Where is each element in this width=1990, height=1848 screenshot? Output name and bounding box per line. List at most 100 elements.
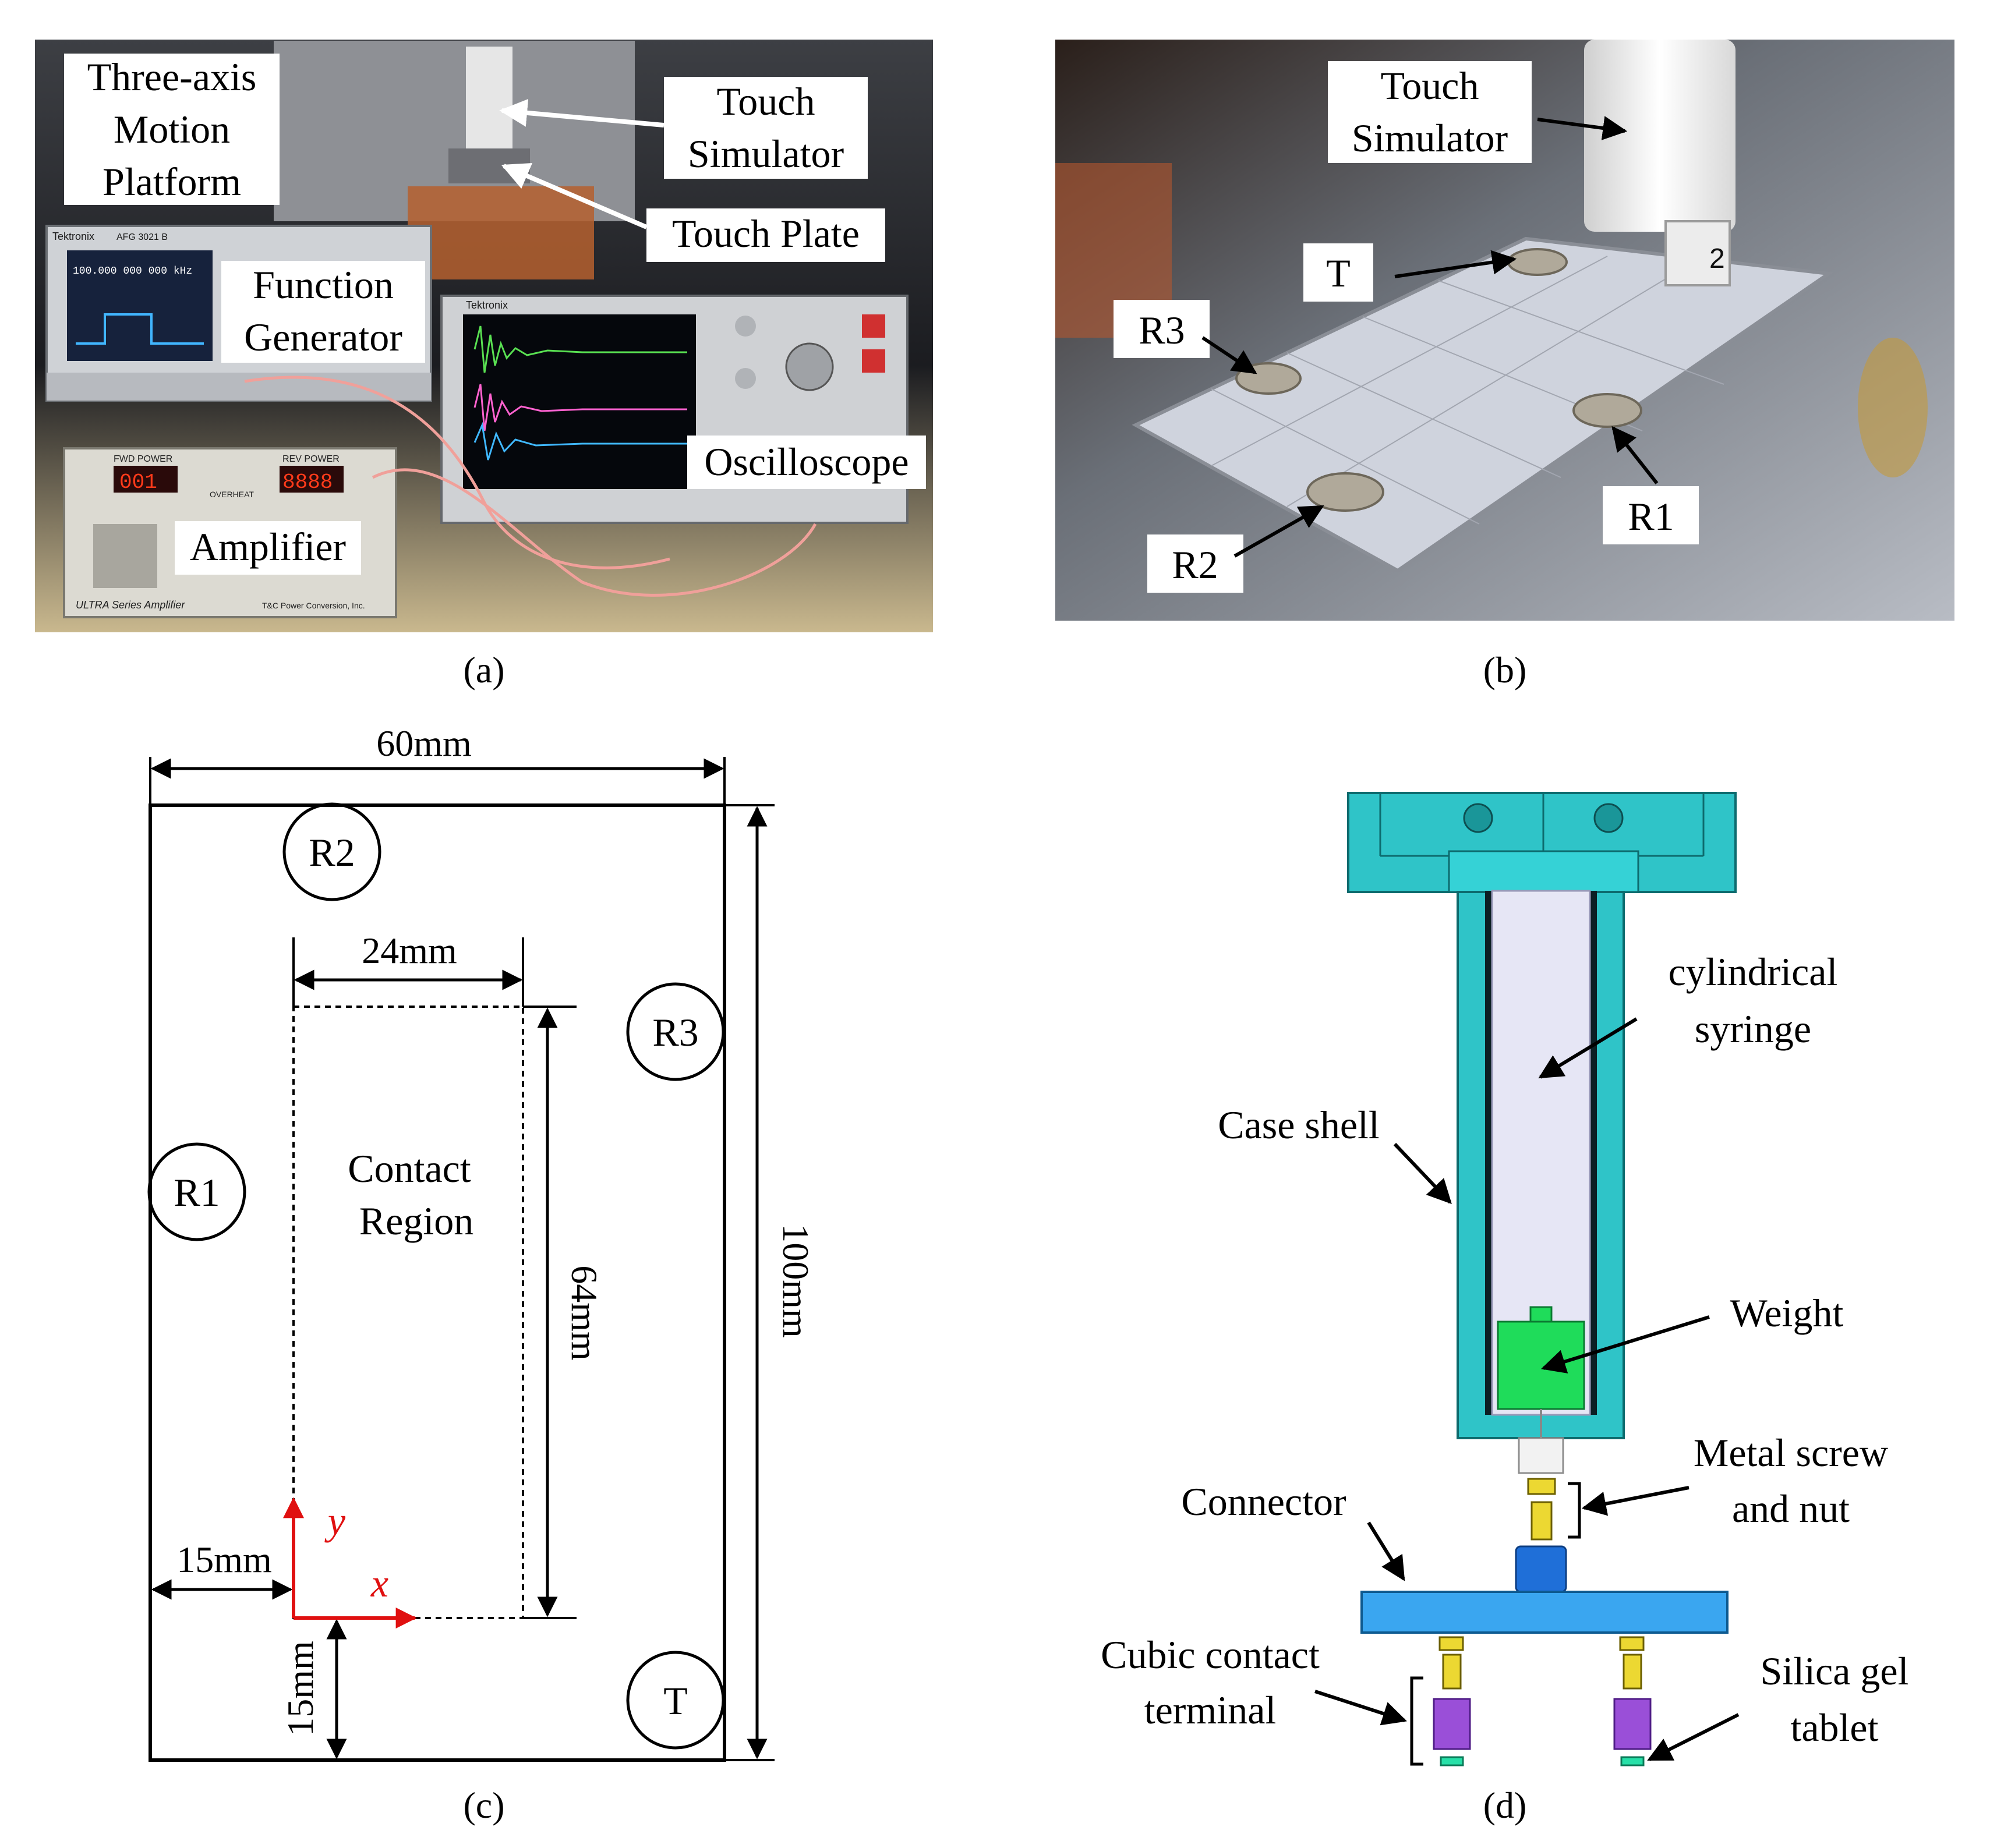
arrow-connector	[1367, 1521, 1405, 1581]
scope-brand: Tektronix	[466, 299, 508, 311]
label-box-r2-b	[1147, 534, 1243, 593]
connector-blur	[1858, 338, 1928, 477]
platform-carriage	[448, 148, 530, 183]
label-silica-2: tablet	[1790, 1705, 1878, 1750]
dim-width-label: 60mm	[376, 723, 472, 764]
label-r1-c: R1	[174, 1170, 220, 1215]
sensor-r2-c	[282, 802, 381, 901]
label-r2-c: R2	[309, 830, 355, 875]
screw-right	[1623, 1654, 1642, 1690]
sensor-t-c	[626, 1651, 725, 1750]
label-r3-b: R3	[1139, 308, 1185, 352]
label-motion-platform-2: Motion	[114, 107, 230, 151]
amp-vent	[93, 524, 157, 588]
label-touch-plate: Touch Plate	[672, 211, 860, 256]
label-cubic-2: terminal	[1144, 1688, 1277, 1732]
label-r2-b: R2	[1172, 543, 1218, 587]
label-case-shell: Case shell	[1218, 1103, 1380, 1147]
arrow-cubic	[1314, 1690, 1407, 1726]
arrow-r3-b	[1201, 336, 1257, 374]
label-box-oscilloscope	[687, 436, 926, 489]
amp-series: ULTRA Series Amplifier	[76, 599, 185, 611]
nut-right	[1619, 1636, 1645, 1651]
dim-offset-y-label: 15mm	[280, 1641, 321, 1736]
bracket-screw	[1568, 1482, 1581, 1539]
caption-b: (b)	[1483, 649, 1527, 691]
amp-fwd-value: 001	[119, 470, 157, 494]
dim-offset-x-label: 15mm	[176, 1539, 272, 1580]
axis-x-label: x	[370, 1561, 388, 1605]
label-syringe-1: cylindrical	[1669, 950, 1838, 994]
axis-y-label: y	[324, 1499, 346, 1543]
label-weight: Weight	[1730, 1291, 1844, 1335]
label-contact-region-2: Region	[359, 1199, 473, 1243]
label-connector: Connector	[1181, 1479, 1346, 1524]
sensor-t-b	[1507, 248, 1568, 276]
label-box-touch-simulator-b	[1328, 61, 1532, 163]
gel-left	[1440, 1756, 1464, 1766]
label-box-r1-b	[1603, 486, 1699, 544]
caption-a: (a)	[463, 649, 504, 691]
touch-simulator-rod	[466, 47, 512, 163]
nut-left	[1438, 1636, 1464, 1651]
amp-rev-value: 8888	[282, 470, 333, 494]
dim-region-height-label: 64mm	[564, 1265, 605, 1361]
label-box-function-generator	[221, 261, 425, 363]
label-syringe-2: syringe	[1695, 1007, 1811, 1051]
label-touch-simulator-a-2: Simulator	[688, 132, 844, 176]
amp-fwd-label: FWD POWER	[114, 454, 172, 464]
panel-b: 2 Touch Simulator T R3 R1 R2 (b)	[1055, 40, 1954, 691]
connector-shaft	[1515, 1545, 1567, 1593]
scope-screen	[463, 314, 696, 489]
generator-model: AFG 3021 B	[116, 232, 168, 242]
generator-frequency: 100.000 000 000 kHz	[73, 265, 192, 277]
label-screw-2: and nut	[1732, 1486, 1850, 1531]
dim-region-width-label: 24mm	[362, 930, 457, 971]
label-cubic-1: Cubic contact	[1101, 1633, 1320, 1677]
label-screw-1: Metal screw	[1694, 1431, 1888, 1475]
sensor-r3-c	[626, 982, 725, 1081]
amp-rev-display	[280, 466, 344, 493]
oscilloscope-device: Tektronix	[440, 295, 909, 524]
label-function-generator-2: Generator	[244, 315, 402, 359]
screw-top	[1531, 1501, 1553, 1541]
label-box-amplifier	[175, 521, 361, 575]
touch-simulator-cylinder-b	[1584, 40, 1735, 232]
panel-c: 60mm 100mm Contact Region 24mm 64mm 15mm…	[147, 723, 816, 1826]
caption-c: (c)	[463, 1785, 504, 1826]
arrow-screw	[1581, 1486, 1689, 1516]
label-motion-platform-3: Platform	[102, 160, 241, 204]
arrow-silica	[1647, 1713, 1740, 1761]
label-touch-simulator-b-1: Touch	[1381, 63, 1479, 108]
copper-shield	[408, 186, 594, 279]
label-contact-region-1: Contact	[348, 1146, 471, 1191]
label-motion-platform-1: Three-axis	[87, 55, 257, 99]
sensor-r2-b	[1306, 472, 1384, 512]
nut-top	[1527, 1478, 1556, 1495]
cable-2	[372, 468, 817, 597]
arrow-weight	[1540, 1315, 1710, 1373]
generator-brand: Tektronix	[52, 231, 94, 242]
label-amplifier: Amplifier	[190, 525, 347, 569]
arrow-r2-b	[1233, 505, 1324, 558]
cable-1	[244, 376, 670, 569]
screw-left	[1442, 1654, 1462, 1690]
label-function-generator-1: Function	[253, 263, 394, 307]
arrow-r1-b	[1611, 426, 1659, 484]
syringe-nozzle	[1518, 1437, 1564, 1474]
cubic-terminal-right	[1613, 1698, 1652, 1750]
label-touch-simulator-a-1: Touch	[717, 79, 815, 123]
arrow-touch-simulator-b	[1537, 116, 1628, 140]
label-box-t-b	[1303, 243, 1373, 302]
label-box-touch-plate	[646, 208, 885, 262]
arrow-touch-plate	[501, 162, 648, 229]
case-top-flange	[1347, 792, 1737, 893]
arrow-case-shell	[1393, 1142, 1452, 1205]
dim-height-label: 100mm	[775, 1224, 816, 1338]
label-r3-c: R3	[652, 1010, 698, 1054]
arrow-touch-simulator-a	[499, 98, 664, 128]
sensor-r1-b	[1572, 393, 1642, 428]
label-box-motion-platform	[64, 54, 280, 205]
tip-number: 2	[1709, 243, 1725, 274]
